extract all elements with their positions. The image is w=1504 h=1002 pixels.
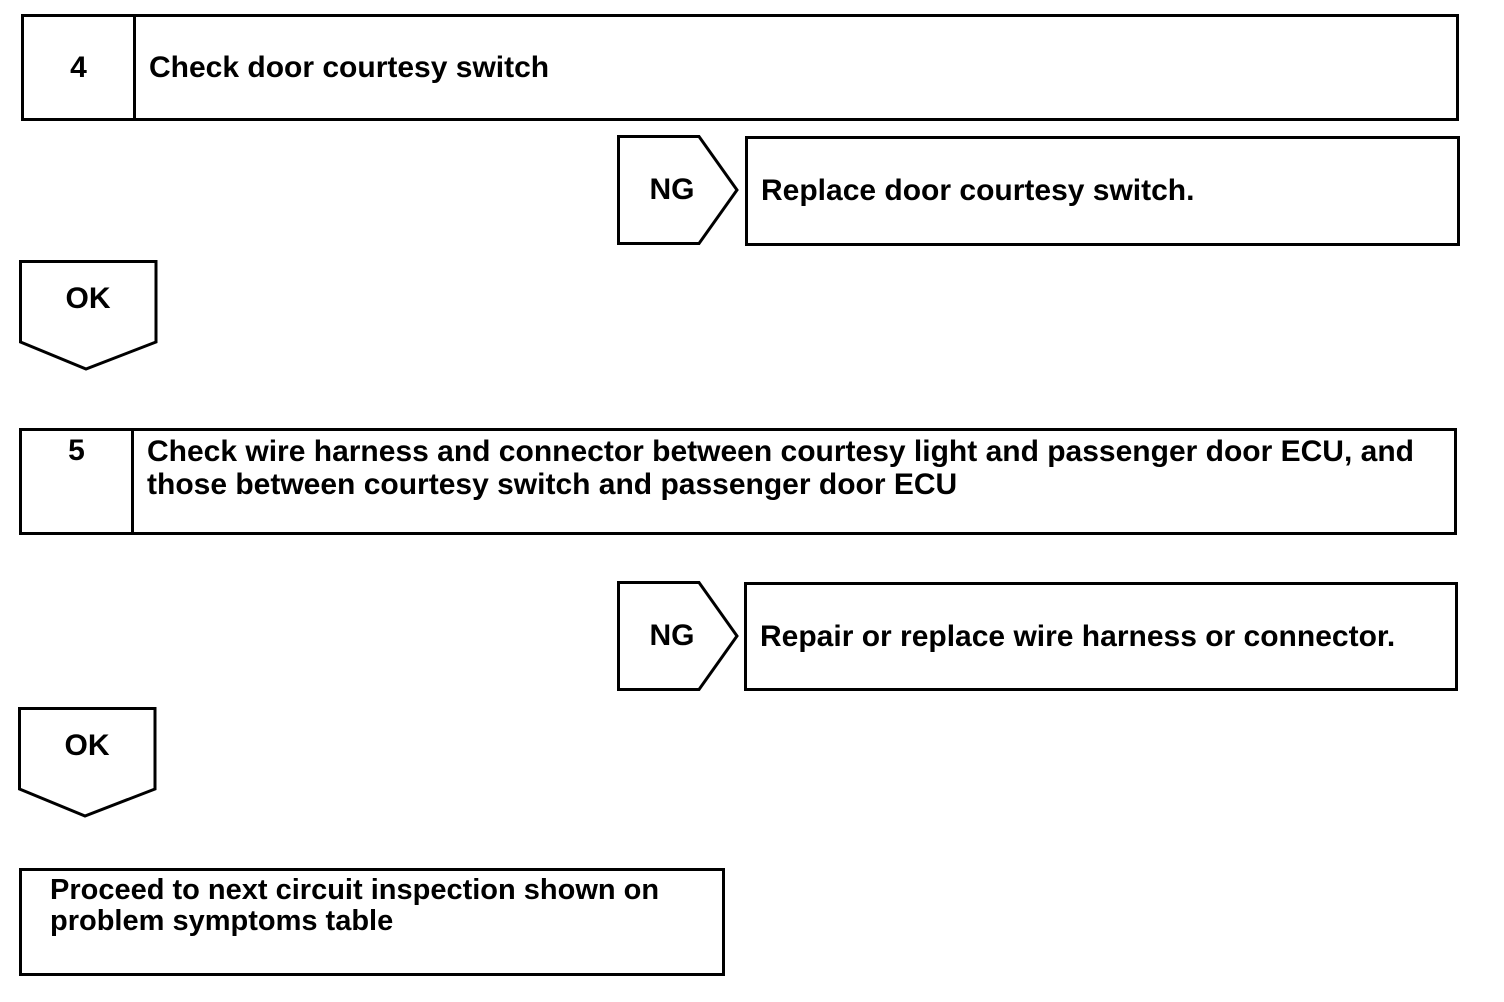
step-4-ng-arrow: NG xyxy=(617,135,741,245)
step-5-text: Check wire harness and connector between… xyxy=(147,435,1414,501)
step-4-ok-label: OK xyxy=(65,282,111,315)
ng-arrow-shape-icon xyxy=(617,135,739,245)
step-4-box: 4 Check door courtesy switch xyxy=(21,14,1459,121)
step-4-ng-label: NG xyxy=(649,173,695,206)
step-5-ok-arrow: OK xyxy=(18,707,158,819)
step-4-text: Check door courtesy switch xyxy=(149,51,550,84)
step-5-ng-label: NG xyxy=(649,619,695,652)
ok-arrow-shape-icon xyxy=(19,260,158,371)
step-4-ng-action-text: Replace door courtesy switch. xyxy=(761,174,1195,207)
step-5-number: 5 xyxy=(22,431,134,532)
step-5-ok-label: OK xyxy=(64,729,110,762)
step-5-ng-arrow: NG xyxy=(617,581,741,691)
step-5-ng-action-text: Repair or replace wire harness or connec… xyxy=(760,619,1396,653)
step-5-box: 5 Check wire harness and connector betwe… xyxy=(19,428,1457,535)
step-4-number: 4 xyxy=(24,17,136,118)
step-4-ng-action-box: Replace door courtesy switch. xyxy=(745,136,1460,246)
step-5-ng-action-box: Repair or replace wire harness or connec… xyxy=(744,582,1458,691)
final-instruction-box: Proceed to next circuit inspection shown… xyxy=(19,868,725,976)
ng-arrow-shape-icon xyxy=(617,581,739,691)
step-4-ok-arrow: OK xyxy=(19,260,159,372)
ok-arrow-shape-icon xyxy=(18,707,157,818)
final-instruction-text: Proceed to next circuit inspection shown… xyxy=(50,874,660,937)
